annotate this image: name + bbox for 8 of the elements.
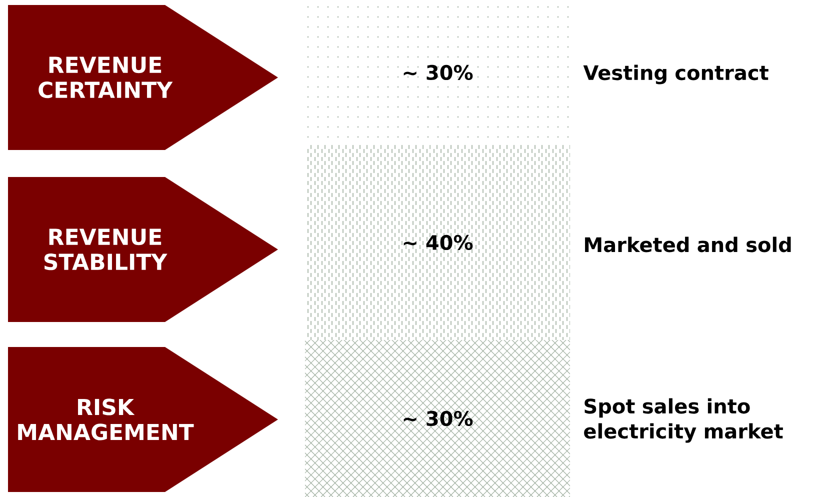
node-label: ~ 30% [404,64,473,80]
patterned-band: ~ 30% [307,6,569,138]
arrow-shape-box: REVENUE STABILITY [8,177,278,322]
side-note: Spot sales into electricity market [584,398,783,443]
arrow-shape-box: REVENUE CERTAINTY [8,5,278,150]
arrow-shape-box: RISK MANAGEMENT [8,346,278,492]
patterned-band: ~ 40% [308,144,570,340]
patterned-band: ~ 30% [305,340,570,497]
